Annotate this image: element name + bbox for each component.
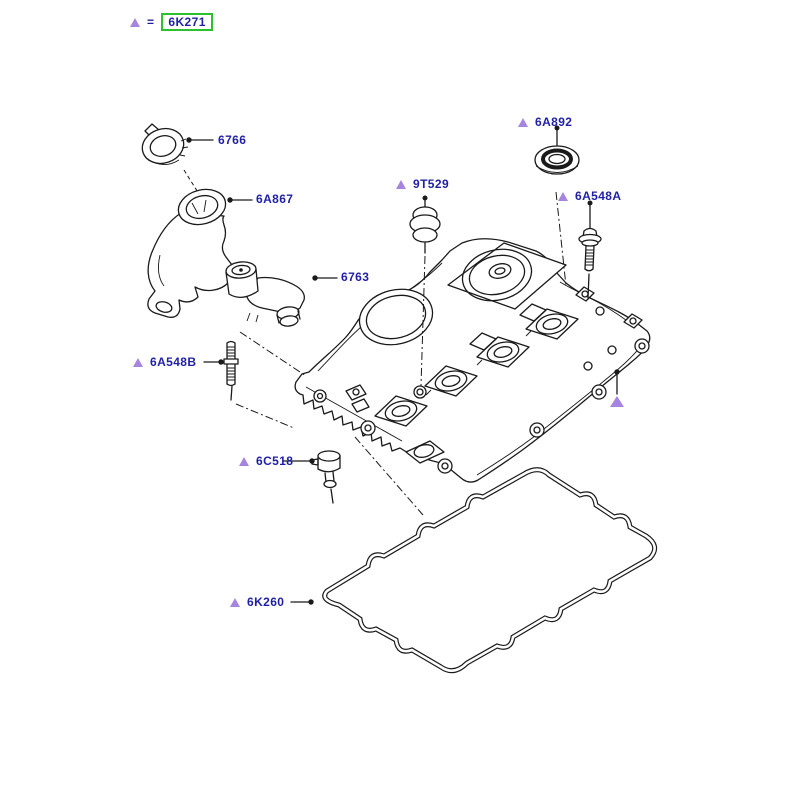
triangle-marker-icon [518, 117, 528, 127]
triangle-marker-icon [396, 179, 406, 189]
flange-bolt-bosses [313, 306, 650, 474]
flanged-bolt-drawing [578, 200, 602, 299]
blanking-plug-drawing [311, 450, 341, 504]
label-6A548A: 6A548A [558, 189, 621, 203]
highlighted-part-code[interactable]: 6K271 [161, 13, 213, 31]
valve-cover-drawing [294, 238, 651, 483]
gasket-drawing [322, 467, 658, 674]
triangle-marker-icon [239, 456, 249, 466]
part-code[interactable]: 6A892 [535, 115, 573, 129]
triangle-marker-icon [558, 191, 568, 201]
legend-equals: = [147, 15, 155, 29]
triangle-marker-icon [130, 17, 140, 27]
assembly-axis-lines [183, 169, 567, 516]
part-code[interactable]: 6A867 [256, 192, 294, 206]
oil-filler-neck-drawing [147, 188, 234, 318]
label-6A867: 6A867 [256, 192, 293, 206]
legend: = 6K271 [130, 13, 213, 31]
part-code[interactable]: 6K260 [247, 595, 285, 609]
seal-washer-drawing [534, 125, 580, 175]
label-6A892: 6A892 [518, 115, 572, 129]
part-code[interactable]: 6766 [218, 133, 247, 147]
triangle-marker-icon [610, 396, 624, 407]
oil-filler-cap-drawing [141, 123, 189, 165]
label-6763: 6763 [341, 270, 369, 284]
part-code[interactable]: 9T529 [413, 177, 450, 191]
stud-bolt-drawing [223, 340, 239, 401]
assembly-triangle-marker [610, 396, 624, 407]
label-6A548B: 6A548B [133, 355, 196, 369]
leader-lines [186, 137, 620, 605]
part-code[interactable]: 6763 [341, 270, 370, 284]
port-bosses [374, 308, 579, 427]
label-9T529: 9T529 [396, 177, 449, 191]
triangle-marker-icon [230, 597, 240, 607]
part-code[interactable]: 6A548A [575, 189, 622, 203]
grommet-drawing [409, 195, 441, 254]
part-code[interactable]: 6A548B [150, 355, 197, 369]
label-6C518: 6C518 [239, 454, 293, 468]
breather-elbow-drawing [225, 261, 305, 327]
label-6766: 6766 [218, 133, 246, 147]
triangle-marker-icon [133, 357, 143, 367]
part-code[interactable]: 6C518 [256, 454, 294, 468]
label-6K260: 6K260 [230, 595, 284, 609]
